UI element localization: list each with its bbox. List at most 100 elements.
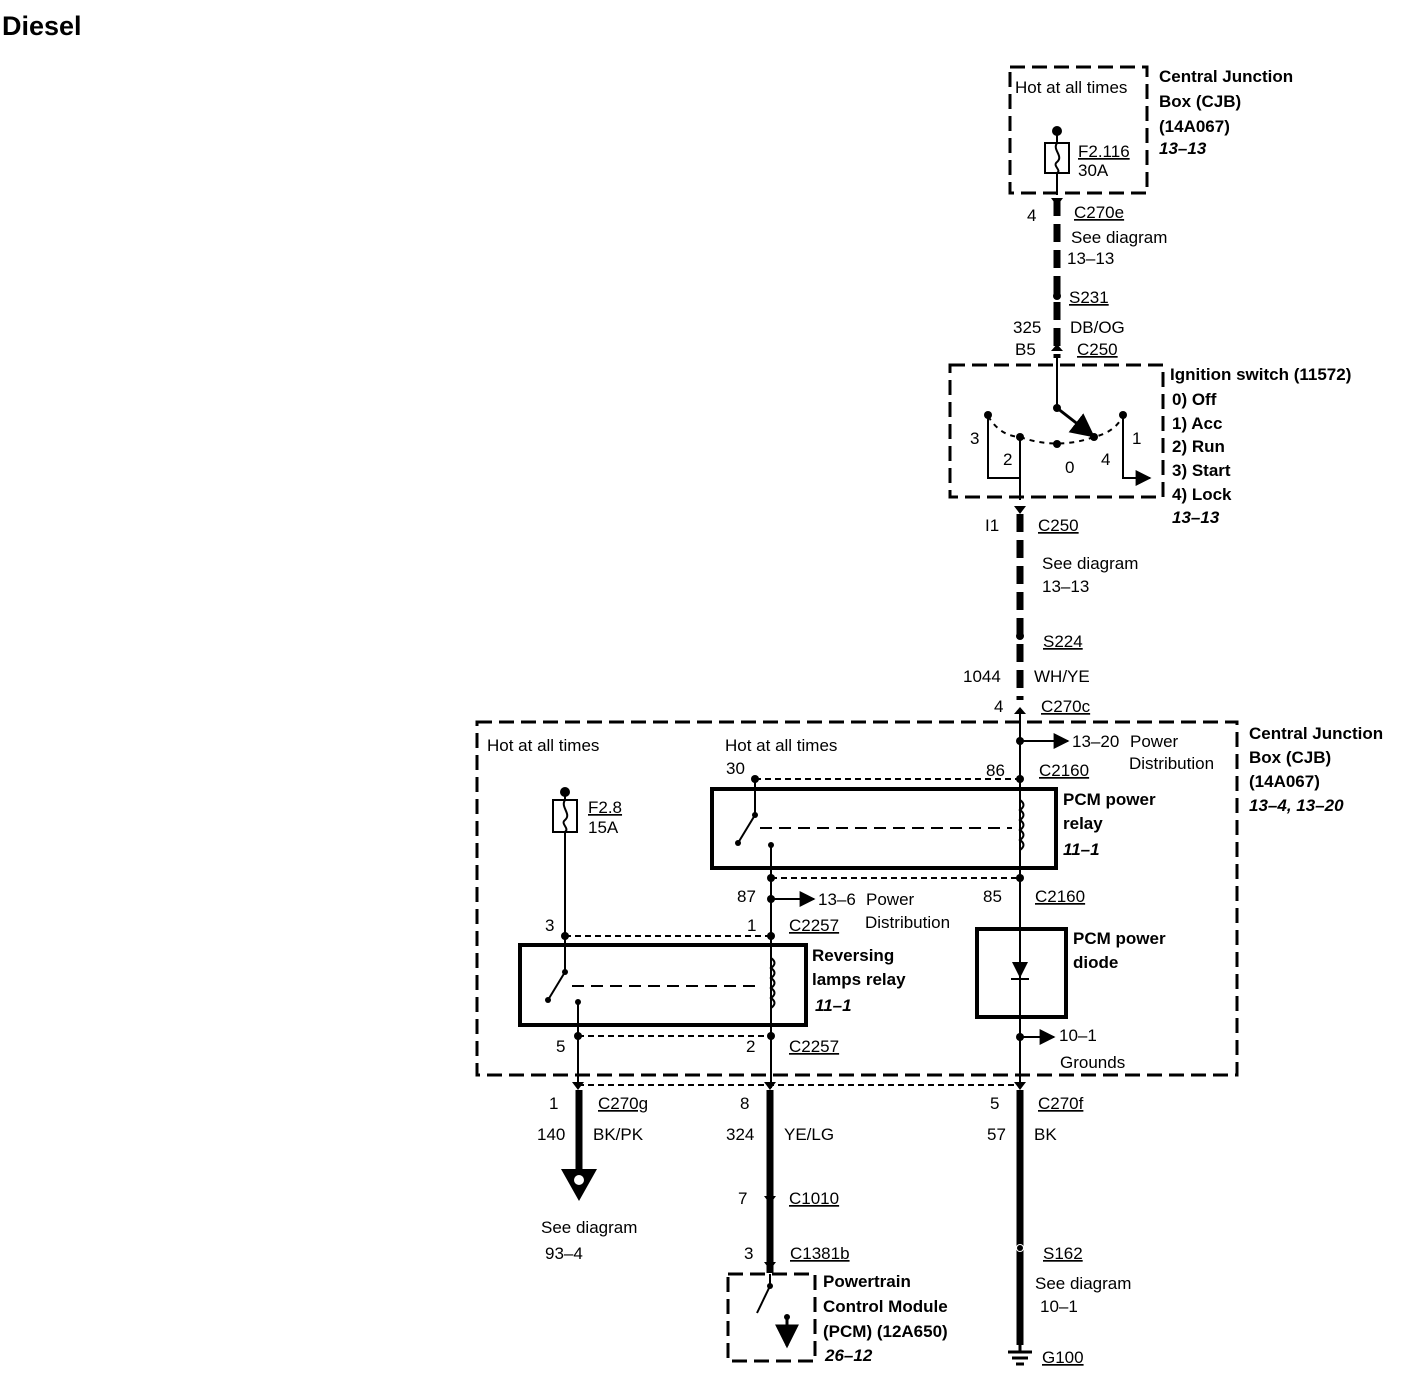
circuit-57-num: 57 [987, 1125, 1006, 1144]
ign-term-3: 3 [970, 429, 979, 448]
relay-pin-85: 85 [983, 887, 1002, 906]
rev-relay-name-1: Reversing [812, 946, 894, 965]
circuit-325-num: 325 [1013, 318, 1041, 337]
circuit-140-see-2: 93–4 [545, 1244, 583, 1263]
c1010-label: C1010 [789, 1189, 839, 1208]
ign-term-4: 4 [1101, 450, 1110, 469]
c270e-label: C270e [1074, 203, 1124, 222]
power-dist-1-ref: 13–20 [1072, 732, 1119, 751]
pcm-module [726, 1272, 817, 1363]
cjb-top-hot-label: Hot at all times [1015, 78, 1127, 97]
c270e-pin: 4 [1027, 206, 1036, 225]
ignition-pos-0: 0) Off [1172, 390, 1217, 409]
cjb-top-name-1: Central Junction [1159, 67, 1293, 86]
c250-lower-pin: I1 [985, 516, 999, 535]
c250-upper-pin: B5 [1015, 340, 1036, 359]
ign-term-1: 1 [1132, 429, 1141, 448]
relay-pin-86: 86 [986, 761, 1005, 780]
fuse-icon [552, 799, 578, 833]
ignition-ref: 13–13 [1172, 508, 1220, 527]
cjb-top-name-2: Box (CJB) [1159, 92, 1241, 111]
fuse-f2-116-rating: 30A [1078, 161, 1109, 180]
fuse-icon [1044, 142, 1070, 174]
rev-relay-name-2: lamps relay [812, 970, 906, 989]
c250-upper-label: C250 [1077, 340, 1118, 359]
relay-pin-87: 87 [737, 887, 756, 906]
c1381b-label: C1381b [790, 1244, 850, 1263]
power-dist-1-text-1: Power [1130, 732, 1179, 751]
fuse-f2-8-id: F2.8 [588, 798, 622, 817]
c270g-pin: 1 [549, 1094, 558, 1113]
reversing-lamps-relay [518, 932, 808, 1088]
c270f-pin: 5 [990, 1094, 999, 1113]
circuit-324-pin: 8 [740, 1094, 749, 1113]
c250-lower-label: C250 [1038, 516, 1079, 535]
relay-pin-30: 30 [726, 759, 745, 778]
pcm-relay-name-1: PCM power [1063, 790, 1156, 809]
c2257-upper-label: C2257 [789, 916, 839, 935]
cjb-top: Hot at all times F2.116 30A Central Junc… [1008, 65, 1293, 195]
cjb-top-name-3: (14A067) [1159, 117, 1230, 136]
pcm-power-relay [710, 775, 1058, 882]
ignition-switch: 3 2 0 4 1 [948, 358, 1165, 500]
circuit-57-see-1: See diagram [1035, 1274, 1131, 1293]
c270c-label: C270c [1041, 697, 1091, 716]
cjb-main [475, 720, 1239, 1077]
rev-pin-3: 3 [545, 916, 554, 935]
pcm-diode-name-1: PCM power [1073, 929, 1166, 948]
pcm-power-diode [975, 927, 1068, 1045]
cjb-main-name-1: Central Junction [1249, 724, 1383, 743]
c270e-see-1: See diagram [1071, 228, 1167, 247]
pcm-ref: 26–12 [824, 1346, 873, 1365]
c1010-pin: 7 [738, 1189, 747, 1208]
ignition-pos-2: 2) Run [1172, 437, 1225, 456]
pcm-name-1: Powertrain [823, 1272, 911, 1291]
page-title: Diesel [2, 11, 82, 41]
s162-label: S162 [1043, 1244, 1083, 1263]
c270f-label: C270f [1038, 1094, 1084, 1113]
cjb-main-hot-left: Hot at all times [487, 736, 599, 755]
rev-pin-5: 5 [556, 1037, 565, 1056]
c250-lower-see-1: See diagram [1042, 554, 1138, 573]
pcm-relay-name-2: relay [1063, 814, 1103, 833]
ign-term-2: 2 [1003, 450, 1012, 469]
circuit-325-color: DB/OG [1070, 318, 1125, 337]
circuit-1044-num: 1044 [963, 667, 1001, 686]
circuit-324-num: 324 [726, 1125, 754, 1144]
circuit-140-num: 140 [537, 1125, 565, 1144]
c2160-lower-label: C2160 [1035, 887, 1085, 906]
power-dist-2-ref: 13–6 [818, 890, 856, 909]
ground-icon [1008, 1345, 1032, 1366]
circuit-324-color: YE/LG [784, 1125, 834, 1144]
g100-label: G100 [1042, 1348, 1084, 1367]
circuit-57-see-2: 10–1 [1040, 1297, 1078, 1316]
power-dist-2-text-2: Distribution [865, 913, 950, 932]
fuse-f2-116-id: F2.116 [1078, 142, 1130, 161]
circuit-57-color: BK [1034, 1125, 1057, 1144]
power-dist-1-text-2: Distribution [1129, 754, 1214, 773]
rev-pin-2: 2 [746, 1037, 755, 1056]
fuse-f2-8 [552, 787, 578, 936]
grounds-ref: 10–1 [1059, 1026, 1097, 1045]
c2160-upper-label: C2160 [1039, 761, 1089, 780]
pcm-name-3: (PCM) (12A650) [823, 1322, 948, 1341]
ignition-pos-3: 3) Start [1172, 461, 1231, 480]
ignition-name: Ignition switch (11572) [1170, 365, 1351, 384]
cjb-main-name-3: (14A067) [1249, 772, 1320, 791]
cjb-main-ref: 13–4, 13–20 [1249, 796, 1344, 815]
cjb-top-ref: 13–13 [1159, 139, 1207, 158]
pcm-name-2: Control Module [823, 1297, 948, 1316]
circuit-140-see-1: See diagram [541, 1218, 637, 1237]
c250-lower-see-2: 13–13 [1042, 577, 1089, 596]
pcm-relay-ref: 11–1 [1063, 840, 1100, 859]
cjb-main-hot-mid: Hot at all times [725, 736, 837, 755]
grounds-text: Grounds [1060, 1053, 1125, 1072]
power-dist-2-text-1: Power [866, 890, 915, 909]
c1381b-pin: 3 [744, 1244, 753, 1263]
c270e-see-2: 13–13 [1067, 249, 1114, 268]
ignition-pos-4: 4) Lock [1172, 485, 1232, 504]
ign-term-0: 0 [1065, 458, 1074, 477]
pcm-diode-name-2: diode [1073, 953, 1118, 972]
cjb-main-name-2: Box (CJB) [1249, 748, 1331, 767]
